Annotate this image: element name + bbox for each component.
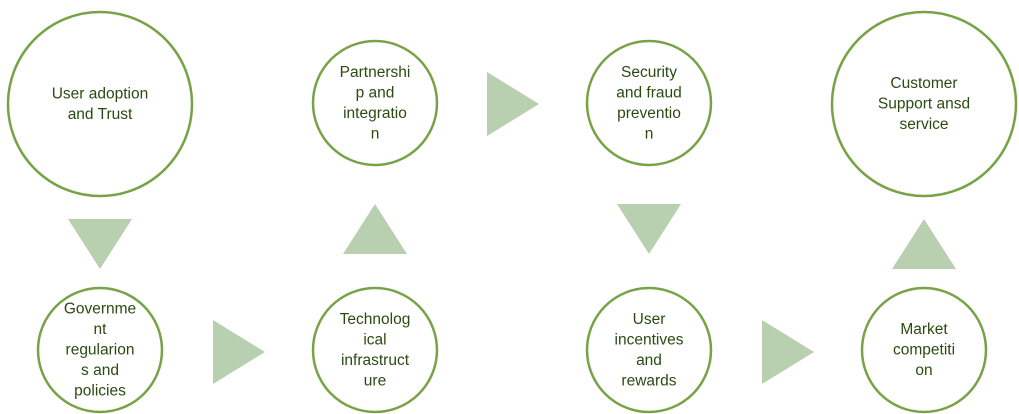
node-circle [585, 286, 713, 414]
node-label-line: Technolog [340, 311, 411, 328]
node-label-line: Customer [890, 75, 957, 92]
node-circle [6, 10, 194, 198]
node-circle [311, 286, 439, 414]
node-label-line: n [645, 125, 654, 142]
arrow-right-icon [762, 320, 814, 384]
node-label-line: User [633, 311, 666, 328]
arrow-down-icon [617, 204, 681, 254]
node-label-line: Support ansd [878, 96, 970, 113]
node-label-line: infrastruct [341, 352, 410, 369]
node-label-line: Partnershi [340, 64, 411, 81]
node-label-line: Security [621, 64, 677, 81]
node-label-line: and Trust [68, 106, 133, 123]
node-label-line: p and [356, 84, 395, 101]
arrow-right-icon [213, 320, 265, 384]
node-label-line: n [371, 125, 380, 142]
node-technological-infrastructure: Technolog ical infrastruct ure [311, 286, 439, 414]
arrow-up-icon [892, 219, 956, 269]
arrow-down-icon [68, 219, 132, 269]
node-label-line: on [915, 362, 932, 379]
node-label-line: ical [363, 331, 386, 348]
node-label-line: regularion [66, 342, 135, 359]
node-label-line: rewards [621, 372, 676, 389]
node-label-line: Governme [64, 301, 136, 318]
node-label-line: s and [81, 362, 119, 379]
arrow-up-icon [343, 204, 407, 254]
node-label-line: and [636, 352, 662, 369]
node-user-incentives: User incentives and rewards [585, 286, 713, 414]
node-partnership-integration: Partnershi p and integratio n [311, 39, 439, 167]
node-circle [830, 10, 1018, 198]
node-label-line: incentives [615, 331, 684, 348]
node-label-line: and fraud [616, 84, 682, 101]
node-label-line: nt [94, 321, 108, 338]
node-label-line: competiti [893, 342, 955, 359]
node-circle [36, 286, 164, 414]
node-circle [585, 39, 713, 167]
node-label-line: integratio [343, 105, 407, 122]
node-security-fraud: Security and fraud preventio n [585, 39, 713, 167]
node-label-line: Market [900, 321, 948, 338]
node-label-line: User adoption [52, 85, 149, 102]
node-market-competition: Market competiti on [860, 286, 988, 414]
node-circle [860, 286, 988, 414]
node-circle [311, 39, 439, 167]
arrow-right-icon [487, 72, 539, 136]
node-label-line: preventio [617, 105, 681, 122]
node-label-line: ure [364, 372, 386, 389]
node-label-line: service [899, 116, 948, 133]
node-label-line: policies [74, 383, 126, 400]
node-government-regulations: Governme nt regularion s and policies [36, 286, 164, 414]
node-user-adoption: User adoption and Trust [6, 10, 194, 198]
